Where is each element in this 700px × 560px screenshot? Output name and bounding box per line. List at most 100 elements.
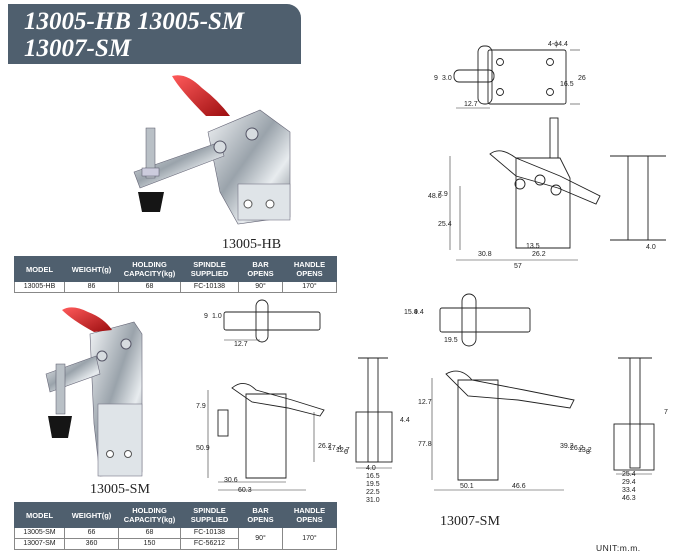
drawing-sm7-end-view: 39.2 26.2 13.2 8 25.4 29.4 33.4 46.3 7 bbox=[560, 357, 668, 502]
dimension-label: 15.4 bbox=[404, 309, 418, 316]
table-cell: 90° bbox=[238, 527, 283, 550]
table-row: 13007-SM 360 150 FC-56212 bbox=[14, 538, 337, 550]
dimension-label: 7.9 bbox=[196, 403, 206, 410]
col-handle: HANDLE OPENS bbox=[282, 256, 337, 282]
drawing-sm5-side-view: 7.9 50.9 30.6 60.3 bbox=[196, 383, 325, 494]
col-holding: HOLDING CAPACITY(kg) bbox=[118, 256, 181, 282]
dimension-label: 46.6 bbox=[512, 483, 526, 490]
caption-13005-hb: 13005-HB bbox=[222, 237, 282, 252]
table-cell: 13007-SM bbox=[14, 538, 65, 550]
dimension-label: 7 bbox=[664, 409, 668, 416]
dimension-label: 33.4 bbox=[622, 487, 636, 494]
table-cell: 68 bbox=[118, 527, 181, 539]
dimension-label: 26.2 bbox=[532, 251, 546, 258]
col-bar: BAR OPENS bbox=[238, 256, 283, 282]
caption-13007-sm: 13007-SM bbox=[440, 514, 500, 529]
dimension-label: 16.5 bbox=[560, 81, 574, 88]
title-banner: 13005-HB 13005-SM 13007-SM bbox=[8, 4, 301, 64]
dimension-label: 7.9 bbox=[438, 191, 448, 198]
clamp-photo-sm bbox=[45, 307, 143, 477]
dimension-label: 25.4 bbox=[622, 471, 636, 478]
drawing-hb-side-view: 48.0 7.9 25.4 13.5 26.2 30.8 57 bbox=[428, 117, 601, 270]
table-header-row: MODEL WEIGHT(g) HOLDING CAPACITY(kg) SPI… bbox=[14, 502, 337, 528]
drawing-sm7-side-view: 12.7 77.8 50.1 46.6 bbox=[418, 370, 575, 491]
table-header-row: MODEL WEIGHT(g) HOLDING CAPACITY(kg) SPI… bbox=[14, 256, 337, 282]
drawing-hb-top-view: 4-ϕ4.4 9 3.0 16.5 26 12.7 bbox=[434, 41, 586, 109]
dimension-label: 12.7 bbox=[464, 101, 478, 108]
table-cell: 360 bbox=[64, 538, 119, 550]
dimension-label: 50.1 bbox=[460, 483, 474, 490]
dimension-label: 13.5 bbox=[526, 243, 540, 250]
col-spindle: SPINDLE SUPPLIED bbox=[180, 502, 239, 528]
dimension-label: 46.3 bbox=[622, 495, 636, 502]
col-holding: HOLDING CAPACITY(kg) bbox=[118, 502, 181, 528]
dimension-label: 22.5 bbox=[366, 489, 380, 496]
dimension-label: 60.3 bbox=[238, 487, 252, 494]
clamp-photo-hb bbox=[133, 75, 291, 225]
table-cell: FC-56212 bbox=[180, 538, 239, 550]
drawing-sm5-end-view: 26.2 17.4 12.7 6 4.0 16.5 19.5 22.5 31.0… bbox=[313, 357, 410, 504]
dimension-label: 50.9 bbox=[196, 445, 210, 452]
dimension-label: 39.2 bbox=[560, 443, 574, 450]
col-weight: WEIGHT(g) bbox=[64, 502, 119, 528]
col-weight: WEIGHT(g) bbox=[64, 256, 119, 282]
col-spindle: SPINDLE SUPPLIED bbox=[180, 256, 239, 282]
drawing-sm5-top-view: 9 1.0 12.7 bbox=[204, 299, 321, 348]
col-handle: HANDLE OPENS bbox=[282, 502, 337, 528]
table-cell: 170° bbox=[282, 281, 337, 293]
dimension-label: 4.0 bbox=[366, 465, 376, 472]
drawing-hb-end-view: 4.0 bbox=[610, 155, 666, 251]
drawing-sm7-top-view: 15.4 9.4 19.5 bbox=[404, 293, 531, 347]
table-cell: 170° bbox=[282, 527, 337, 550]
table-row: 13005-HB 86 68 FC-10138 90° 170° bbox=[14, 281, 337, 293]
title-line-1: 13005-HB 13005-SM bbox=[24, 8, 245, 35]
dimension-label: 4.4 bbox=[400, 417, 410, 424]
dimension-label: 3.0 bbox=[442, 75, 452, 82]
dimension-label: 4-ϕ4.4 bbox=[548, 41, 568, 48]
dimension-label: 19.5 bbox=[366, 481, 380, 488]
spec-table-sm: MODEL WEIGHT(g) HOLDING CAPACITY(kg) SPI… bbox=[14, 502, 337, 550]
dimension-label: 9 bbox=[204, 313, 208, 320]
dimension-label: 17.4 bbox=[328, 445, 342, 452]
dimension-label: 9 bbox=[434, 75, 438, 82]
dimension-label: 29.4 bbox=[622, 479, 636, 486]
dimension-label: 8 bbox=[586, 449, 590, 456]
table-cell: FC-10138 bbox=[180, 281, 239, 293]
table-cell: 86 bbox=[64, 281, 119, 293]
table-cell: 66 bbox=[64, 527, 119, 539]
col-model: MODEL bbox=[14, 502, 65, 528]
dimension-label: 30.6 bbox=[224, 477, 238, 484]
table-cell: 150 bbox=[118, 538, 181, 550]
dimension-label: 12.7 bbox=[336, 447, 350, 454]
dimension-label: 13.2 bbox=[578, 447, 592, 454]
dimension-label: 12.7 bbox=[234, 341, 248, 348]
col-bar: BAR OPENS bbox=[238, 502, 283, 528]
title-line-2: 13007-SM bbox=[24, 35, 131, 62]
caption-13005-sm: 13005-SM bbox=[90, 482, 150, 497]
dimension-label: 30.8 bbox=[478, 251, 492, 258]
table-cell: FC-10138 bbox=[180, 527, 239, 539]
dimension-label: 26.2 bbox=[570, 445, 584, 452]
spec-table-hb: MODEL WEIGHT(g) HOLDING CAPACITY(kg) SPI… bbox=[14, 256, 337, 293]
dimension-label: 31.0 bbox=[366, 497, 380, 504]
dimension-label: 77.8 bbox=[418, 441, 432, 448]
dimension-label: 1.0 bbox=[212, 313, 222, 320]
dimension-label: 4.0 bbox=[646, 244, 656, 251]
dimension-label: 48.0 bbox=[428, 193, 442, 200]
dimension-label: 26 bbox=[578, 75, 586, 82]
dimension-label: 16.5 bbox=[366, 473, 380, 480]
table-cell: 13005-SM bbox=[14, 527, 65, 539]
dimension-label: 25.4 bbox=[438, 221, 452, 228]
dimension-label: 6 bbox=[344, 449, 348, 456]
table-cell: 90° bbox=[238, 281, 283, 293]
dimension-label: 26.2 bbox=[318, 443, 332, 450]
col-model: MODEL bbox=[14, 256, 65, 282]
dimension-label: 19.5 bbox=[444, 337, 458, 344]
unit-label: UNIT:m.m. bbox=[596, 543, 641, 553]
table-cell: 13005-HB bbox=[14, 281, 65, 293]
dimension-label: 9.4 bbox=[414, 309, 424, 316]
table-row: 13005-SM 66 68 FC-10138 90° 170° bbox=[14, 527, 337, 550]
dimension-label: 12.7 bbox=[418, 399, 432, 406]
dimension-label: 57 bbox=[514, 263, 522, 270]
table-cell: 68 bbox=[118, 281, 181, 293]
